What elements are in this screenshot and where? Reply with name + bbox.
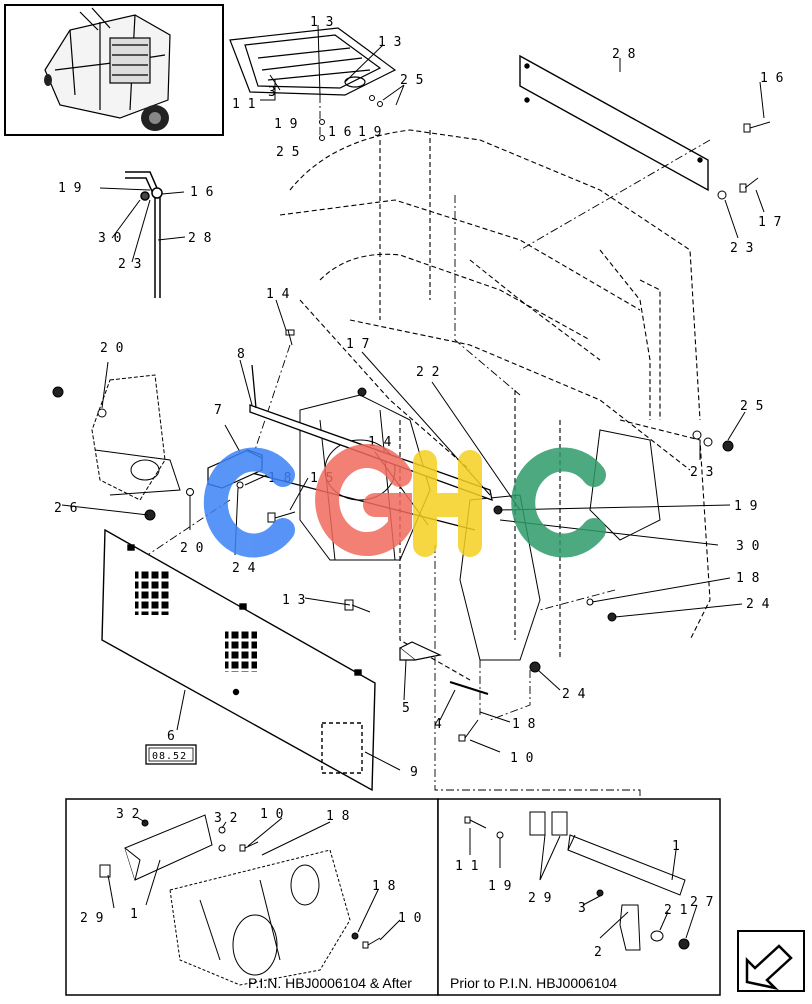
clip-part-5 <box>398 641 442 661</box>
callout-23: 2 3 <box>730 241 753 256</box>
callout-17: 1 7 <box>346 337 369 352</box>
callout-24: 2 4 <box>232 561 256 576</box>
callout-28: 2 8 <box>188 231 211 246</box>
callout-32: 3 2 <box>214 811 237 826</box>
callout-7: 7 <box>214 403 222 418</box>
callout-25: 2 5 <box>276 145 299 160</box>
callout-10: 1 0 <box>260 807 283 822</box>
callout-25: 2 5 <box>400 73 423 88</box>
callout-24: 2 4 <box>562 687 586 702</box>
callout-1: 1 <box>130 907 138 922</box>
detail-box-prior: 1 1 1 9 2 9 1 3 2 1 2 7 2 Prior to P.I.N… <box>437 798 721 996</box>
callout-2: 2 <box>594 945 602 960</box>
caption-after: P.I.N. HBJ0006104 & After <box>248 975 412 991</box>
reference-box: 08.52 <box>145 744 197 765</box>
callout-32: 3 2 <box>116 807 139 822</box>
callout-13: 1 3 <box>282 593 305 608</box>
callout-14: 1 4 <box>266 287 290 302</box>
watermark-letter-c2 <box>511 447 606 558</box>
callout-16: 1 6 <box>328 125 351 140</box>
callout-6: 6 <box>167 729 175 744</box>
front-panel-6 <box>101 528 376 792</box>
callout-18: 1 8 <box>326 809 349 824</box>
callout-26: 2 6 <box>54 501 77 516</box>
callout-18: 1 8 <box>512 717 535 732</box>
callout-29: 2 9 <box>528 891 551 906</box>
reference-label: 08.52 <box>152 751 187 762</box>
callout-19: 1 9 <box>274 117 297 132</box>
next-page-button[interactable] <box>737 930 805 992</box>
callout-9: 9 <box>410 765 418 780</box>
callout-3: 3 <box>578 901 586 916</box>
fasteners <box>52 95 771 742</box>
baler-wheel-icon <box>141 105 169 131</box>
callout-4: 4 <box>434 717 442 732</box>
callout-8: 8 <box>237 347 245 362</box>
watermark-letter-h <box>413 450 482 557</box>
callout-13: 1 3 <box>378 35 401 50</box>
callout-30: 3 0 <box>736 539 759 554</box>
callout-30: 3 0 <box>98 231 121 246</box>
callout-19: 1 9 <box>358 125 381 140</box>
top-shield-panel <box>229 27 397 96</box>
callout-11: 1 1 <box>455 859 478 874</box>
callout-19: 1 9 <box>58 181 81 196</box>
callout-21: 2 1 <box>664 903 687 918</box>
callout-20: 2 0 <box>180 541 203 556</box>
bracket-detail-28 <box>125 171 163 298</box>
left-bracket-assembly <box>91 374 181 501</box>
detail-box-after: 3 2 3 2 1 0 1 8 2 9 1 1 8 1 0 P.I.N. HBJ… <box>65 798 439 996</box>
callout-18: 1 8 <box>372 879 395 894</box>
watermark-logo <box>203 444 606 558</box>
callout-10: 1 0 <box>510 751 533 766</box>
main-frame-outline <box>279 129 711 681</box>
callout-19: 1 9 <box>488 879 511 894</box>
callout-25: 2 5 <box>740 399 763 414</box>
callout-3: 3 <box>268 85 276 100</box>
callout-16: 1 6 <box>760 71 783 86</box>
callout-27: 2 7 <box>690 895 713 910</box>
callout-17: 1 7 <box>758 215 781 230</box>
callout-10: 1 0 <box>398 911 421 926</box>
callout-28: 2 8 <box>612 47 635 62</box>
callout-1: 1 <box>672 839 680 854</box>
callout-23: 2 3 <box>690 465 713 480</box>
next-page-arrow-icon <box>745 944 793 991</box>
callout-13: 1 3 <box>310 15 333 30</box>
callout-16: 1 6 <box>190 185 213 200</box>
callout-29: 2 9 <box>80 911 103 926</box>
caption-prior: Prior to P.I.N. HBJ0006104 <box>450 975 617 991</box>
baler-overview-inset <box>4 4 224 136</box>
watermark-letter-g <box>315 444 412 556</box>
callout-24: 2 4 <box>746 597 770 612</box>
callout-5: 5 <box>402 701 410 716</box>
strip-part-4 <box>449 681 489 695</box>
callout-18: 1 8 <box>736 571 759 586</box>
callout-20: 2 0 <box>100 341 123 356</box>
watermark-letter-c1 <box>203 447 295 558</box>
callout-11: 1 1 <box>232 97 255 112</box>
callout-22: 2 2 <box>416 365 439 380</box>
bolts <box>267 121 771 742</box>
callout-23: 2 3 <box>118 257 141 272</box>
side-panel-28 <box>519 54 709 192</box>
callout-19: 1 9 <box>734 499 757 514</box>
